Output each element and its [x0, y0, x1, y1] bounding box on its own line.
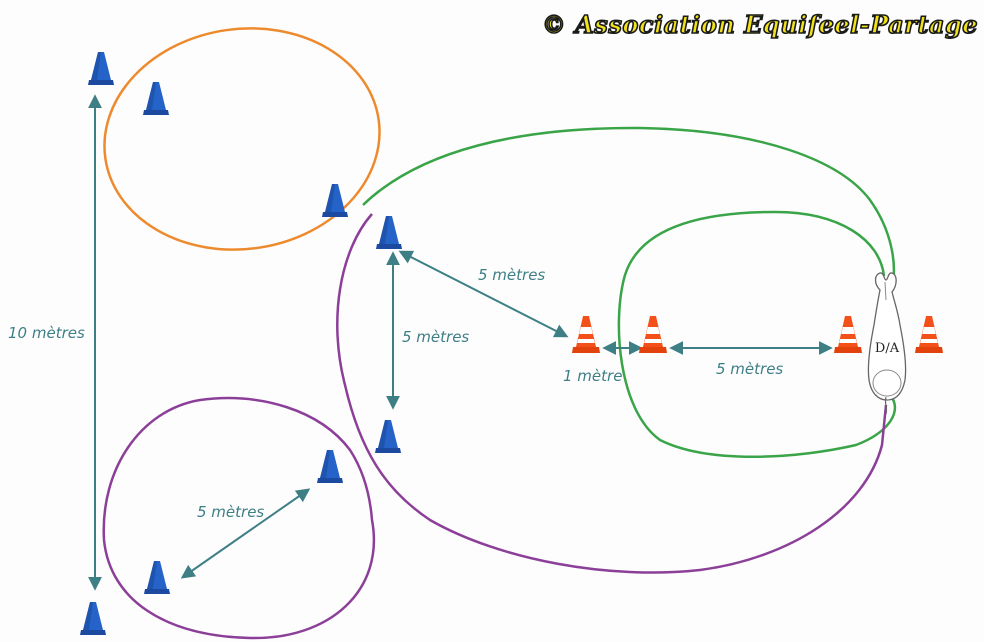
horse-icon: D/A [867, 272, 907, 415]
orange-cone-3 [834, 316, 862, 353]
green-outer-loop [362, 126, 896, 293]
label-5-meters-diagonal-top: 5 mètres [478, 266, 545, 284]
orange-cone-2 [639, 316, 667, 353]
blue-cone-5 [375, 420, 401, 453]
label-5-meters-right: 5 mètres [716, 360, 783, 378]
orange-circle [103, 27, 381, 251]
blue-cone-2 [143, 82, 169, 115]
orange-cone-1 [572, 316, 600, 353]
blue-cone-4 [376, 216, 402, 249]
blue-cone-7 [144, 561, 170, 594]
label-1-meter: 1 mètre [563, 367, 622, 385]
label-5-meters-bottom: 5 mètres [197, 503, 264, 521]
blue-cone-6 [317, 450, 343, 483]
label-5-meters-vertical: 5 mètres [402, 328, 469, 346]
blue-cone-1 [88, 52, 114, 85]
arrow-diagonal-bottom [180, 488, 311, 579]
blue-cone-3 [322, 184, 348, 217]
start-finish-label: D/A [875, 341, 900, 356]
blue-cone-8 [80, 602, 106, 635]
orange-cone-4 [915, 316, 943, 353]
purple-outer-loop [336, 213, 888, 574]
purple-lower-circle [102, 396, 376, 640]
arrow-diagonal-top [398, 250, 569, 338]
copyright-watermark: © Association Equifeel-Partage [541, 9, 978, 40]
label-10-meters: 10 mètres [8, 324, 85, 342]
